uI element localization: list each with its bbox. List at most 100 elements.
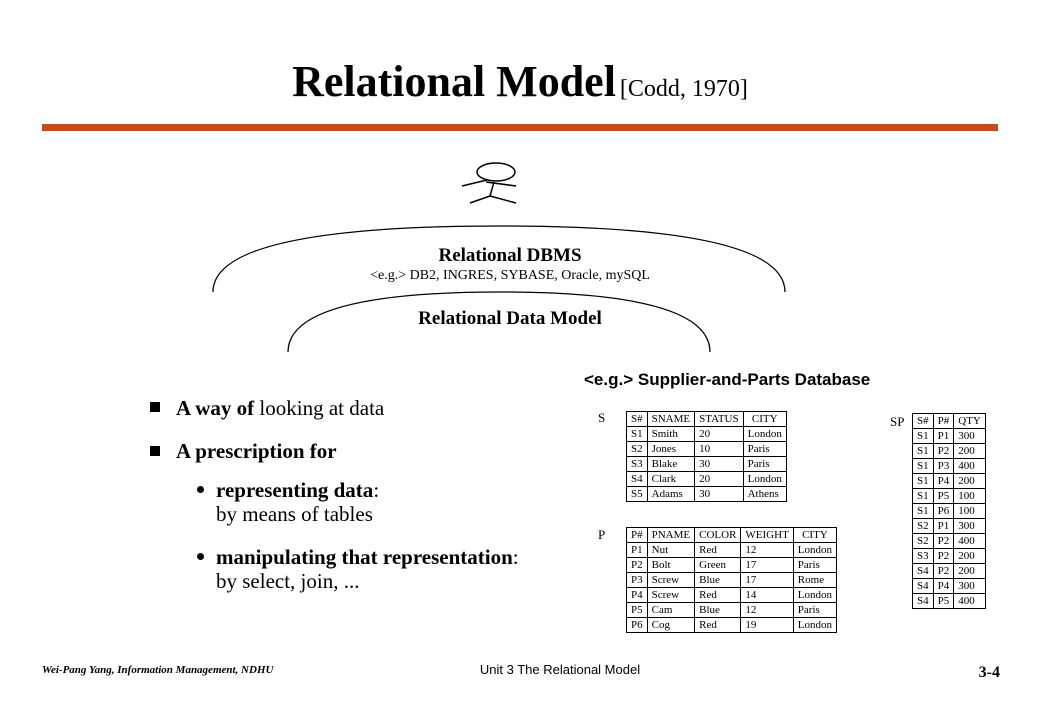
page-number: 3-4	[978, 664, 1000, 681]
title-divider	[42, 124, 998, 131]
table-cell: Red	[694, 542, 742, 558]
footer-unit: Unit 3 The Relational Model	[479, 662, 641, 677]
column-header: WEIGHT	[740, 527, 794, 543]
table-cell: 200	[953, 548, 986, 564]
column-header: PNAME	[646, 527, 696, 543]
table-cell: Nut	[646, 542, 696, 558]
slide-title-main: Relational Model	[292, 57, 616, 106]
sub-bullet-line2: by select, join, ...	[216, 569, 360, 593]
s-table-header-row: S# SNAME STATUS CITY	[626, 411, 787, 427]
user-icon	[461, 162, 517, 204]
slide-title: Relational Model [Codd, 1970]	[0, 60, 1040, 104]
sub-bullet-rest: :	[373, 478, 380, 502]
table-cell: London	[792, 542, 838, 558]
table-cell: Rome	[792, 572, 838, 588]
table-cell: P2	[932, 443, 955, 459]
column-header: SNAME	[646, 411, 696, 427]
table-cell: 30	[694, 456, 744, 472]
table-cell: P2	[932, 533, 955, 549]
column-header: P#	[932, 413, 955, 429]
table-cell: S1	[912, 473, 934, 489]
table-cell: S2	[912, 533, 934, 549]
dot-bullet-icon	[197, 553, 204, 560]
table-cell: London	[792, 617, 838, 633]
table-cell: S1	[912, 458, 934, 474]
table-cell: Adams	[646, 486, 696, 502]
table-cell: S1	[912, 428, 934, 444]
table-cell: S3	[912, 548, 934, 564]
table-cell: 30	[694, 486, 744, 502]
column-header: CITY	[792, 527, 838, 543]
table-cell: 20	[694, 426, 744, 442]
table-cell: Paris	[792, 602, 838, 618]
table-cell: Paris	[742, 456, 787, 472]
table-cell: S1	[912, 503, 934, 519]
table-cell: P5	[626, 602, 648, 618]
table-cell: 19	[740, 617, 794, 633]
table-cell: P6	[932, 503, 955, 519]
table-cell: P4	[932, 473, 955, 489]
sub-bullet-rest: :	[512, 545, 519, 569]
table-cell: 100	[953, 503, 986, 519]
table-cell: 400	[953, 533, 986, 549]
dbms-layer-arc	[212, 225, 786, 293]
table-cell: Green	[694, 557, 742, 573]
sub-bullet-item: representing data: by means of tables	[216, 478, 379, 526]
table-cell: 12	[740, 602, 794, 618]
table-cell: P2	[932, 548, 955, 564]
dbms-examples: <e.g.> DB2, INGRES, SYBASE, Oracle, mySQ…	[370, 268, 650, 283]
table-cell: Red	[694, 617, 742, 633]
sp-table-label: SP	[890, 414, 905, 429]
table-cell: Blake	[646, 456, 696, 472]
table-cell: 400	[953, 593, 986, 609]
table-cell: P4	[932, 578, 955, 594]
table-cell: 200	[953, 563, 986, 579]
table-cell: 17	[740, 557, 794, 573]
data-model-layer-arc	[287, 291, 711, 353]
bullet-item: A prescription for	[176, 439, 337, 464]
data-model-title: Relational Data Model	[418, 308, 602, 329]
table-cell: Jones	[646, 441, 696, 457]
table-cell: S4	[912, 578, 934, 594]
table-cell: 200	[953, 473, 986, 489]
p-table-label: P	[598, 527, 606, 542]
table-cell: S1	[626, 426, 648, 442]
column-header: P#	[626, 527, 648, 543]
table-cell: Paris	[742, 441, 787, 457]
table-cell: London	[742, 471, 787, 487]
table-cell: 17	[740, 572, 794, 588]
column-header: S#	[912, 413, 934, 429]
table-cell: 200	[953, 443, 986, 459]
table-cell: Screw	[646, 572, 696, 588]
column-header: STATUS	[694, 411, 744, 427]
table-cell: P3	[932, 458, 955, 474]
bullet-item: A way of looking at data	[176, 396, 384, 421]
table-cell: Cam	[646, 602, 696, 618]
column-header: QTY	[953, 413, 986, 429]
table-cell: P1	[932, 518, 955, 534]
table-cell: Blue	[694, 572, 742, 588]
table-cell: S4	[912, 593, 934, 609]
column-header: COLOR	[694, 527, 742, 543]
sub-bullet-line2: by means of tables	[216, 502, 373, 526]
bullet-rest: looking at data	[254, 396, 385, 420]
bullet-bold: A way of	[176, 396, 255, 420]
